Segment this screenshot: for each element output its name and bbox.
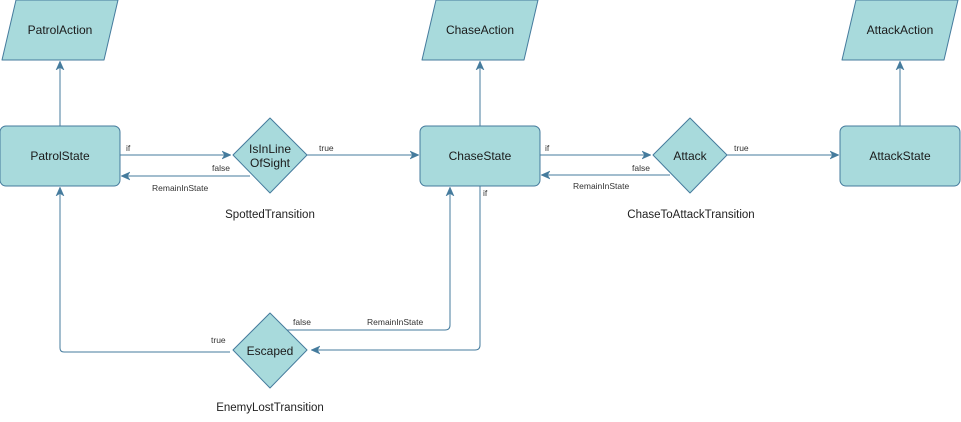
escaped-true-label: true	[211, 335, 226, 345]
chase-action-node: ChaseAction	[421, 0, 539, 61]
patrol-state-node: PatrolState	[0, 125, 121, 187]
chase-state-label: ChaseState	[449, 149, 512, 163]
patrol-state-label: PatrolState	[30, 149, 90, 163]
escaped-false-edge	[270, 188, 450, 331]
chase-action-label: ChaseAction	[446, 23, 514, 37]
chase-to-attack-transition-caption: ChaseToAttackTransition	[627, 209, 754, 221]
los-remain-label: RemainInState	[152, 183, 208, 193]
los-true-label: true	[319, 143, 334, 153]
line-of-sight-decision: IsInLine OfSight	[232, 117, 308, 194]
patrol-if-label: if	[126, 143, 131, 153]
attack-decision-label: Attack	[673, 149, 707, 163]
los-false-label: false	[212, 163, 230, 173]
attack-false-label: false	[632, 163, 650, 173]
line-of-sight-label-1: IsInLine	[249, 142, 291, 156]
line-of-sight-label-2: OfSight	[250, 156, 291, 170]
escaped-true-edge	[60, 188, 230, 353]
attack-remain-label: RemainInState	[573, 181, 629, 191]
attack-action-node: AttackAction	[841, 0, 959, 61]
patrol-action-label: PatrolAction	[28, 23, 93, 37]
patrol-action-node: PatrolAction	[1, 0, 119, 61]
spotted-transition-caption: SpottedTransition	[225, 209, 315, 221]
attack-state-label: AttackState	[869, 149, 931, 163]
chase-if-escaped-edge	[312, 186, 481, 350]
enemy-lost-transition-caption: EnemyLostTransition	[216, 402, 324, 414]
escaped-decision-label: Escaped	[247, 344, 294, 358]
attack-state-node: AttackState	[839, 125, 961, 187]
chase-escaped-if-label: if	[483, 188, 488, 198]
escaped-decision: Escaped	[232, 312, 308, 389]
escaped-remain-label: RemainInState	[367, 317, 423, 327]
chase-if-label: if	[545, 143, 550, 153]
escaped-false-label: false	[293, 317, 311, 327]
chase-state-node: ChaseState	[419, 125, 541, 187]
attack-true-label: true	[734, 143, 749, 153]
attack-action-label: AttackAction	[867, 23, 934, 37]
attack-decision: Attack	[652, 117, 728, 194]
